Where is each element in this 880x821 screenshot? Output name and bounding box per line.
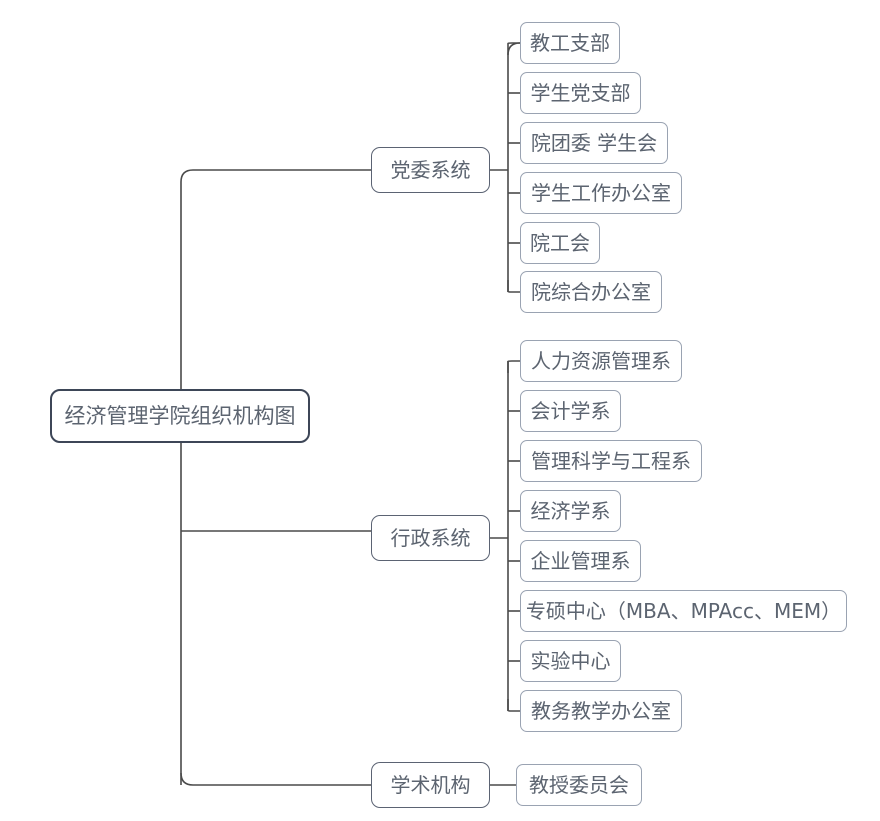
node-leaf-professional-masters-center-label: 专硕中心（MBA、MPAcc、MEM） <box>525 599 842 623</box>
node-leaf-faculty-branch[interactable]: 教工支部 <box>520 22 620 64</box>
node-leaf-laboratory-center-label: 实验中心 <box>530 649 611 673</box>
node-leaf-management-science-engineering-dept-label: 管理科学与工程系 <box>531 449 691 473</box>
node-leaf-professional-masters-center[interactable]: 专硕中心（MBA、MPAcc、MEM） <box>520 590 847 632</box>
node-leaf-student-affairs-office[interactable]: 学生工作办公室 <box>520 172 682 214</box>
node-leaf-general-office[interactable]: 院综合办公室 <box>520 271 662 313</box>
node-leaf-general-office-label: 院综合办公室 <box>531 280 651 304</box>
node-leaf-college-union[interactable]: 院工会 <box>520 222 600 264</box>
node-branch-party[interactable]: 党委系统 <box>371 147 490 193</box>
node-branch-administration[interactable]: 行政系统 <box>371 515 490 561</box>
node-root[interactable]: 经济管理学院组织机构图 <box>50 389 310 443</box>
connector-root-to-academic <box>180 772 371 786</box>
node-leaf-student-affairs-office-label: 学生工作办公室 <box>531 181 671 205</box>
node-leaf-teaching-affairs-office[interactable]: 教务教学办公室 <box>520 690 682 732</box>
node-leaf-college-union-label: 院工会 <box>530 231 590 255</box>
connector-admin-child-1 <box>507 360 520 373</box>
connector-party-child-6 <box>507 280 520 293</box>
node-leaf-student-party-branch[interactable]: 学生党支部 <box>520 72 641 114</box>
node-root-label: 经济管理学院组织机构图 <box>64 403 296 428</box>
node-leaf-economics-dept[interactable]: 经济学系 <box>520 490 621 532</box>
connector-party-child-1 <box>507 42 520 55</box>
node-leaf-hr-management-dept-label: 人力资源管理系 <box>531 349 671 373</box>
node-branch-academic[interactable]: 学术机构 <box>371 762 490 808</box>
node-leaf-professors-committee[interactable]: 教授委员会 <box>516 764 642 806</box>
connector-admin-child-8 <box>507 699 520 712</box>
node-branch-administration-label: 行政系统 <box>390 526 471 550</box>
node-leaf-student-party-branch-label: 学生党支部 <box>530 81 631 105</box>
node-branch-party-label: 党委系统 <box>390 158 471 182</box>
node-branch-academic-label: 学术机构 <box>390 773 471 797</box>
connector-root-spine <box>180 169 371 785</box>
node-leaf-faculty-branch-label: 教工支部 <box>530 31 610 55</box>
node-leaf-professors-committee-label: 教授委员会 <box>529 773 629 797</box>
node-leaf-accounting-dept[interactable]: 会计学系 <box>520 390 621 432</box>
connector-party-top-elbow <box>507 42 521 56</box>
node-leaf-management-science-engineering-dept[interactable]: 管理科学与工程系 <box>520 440 702 482</box>
node-leaf-youth-league-student-union[interactable]: 院团委 学生会 <box>520 122 668 164</box>
node-leaf-business-management-dept[interactable]: 企业管理系 <box>520 540 641 582</box>
node-leaf-teaching-affairs-office-label: 教务教学办公室 <box>531 699 671 723</box>
node-leaf-accounting-dept-label: 会计学系 <box>530 399 611 423</box>
node-leaf-business-management-dept-label: 企业管理系 <box>530 549 631 573</box>
node-leaf-laboratory-center[interactable]: 实验中心 <box>520 640 621 682</box>
node-leaf-youth-league-student-union-label: 院团委 学生会 <box>530 131 658 155</box>
node-leaf-hr-management-dept[interactable]: 人力资源管理系 <box>520 340 682 382</box>
node-leaf-economics-dept-label: 经济学系 <box>530 499 611 523</box>
